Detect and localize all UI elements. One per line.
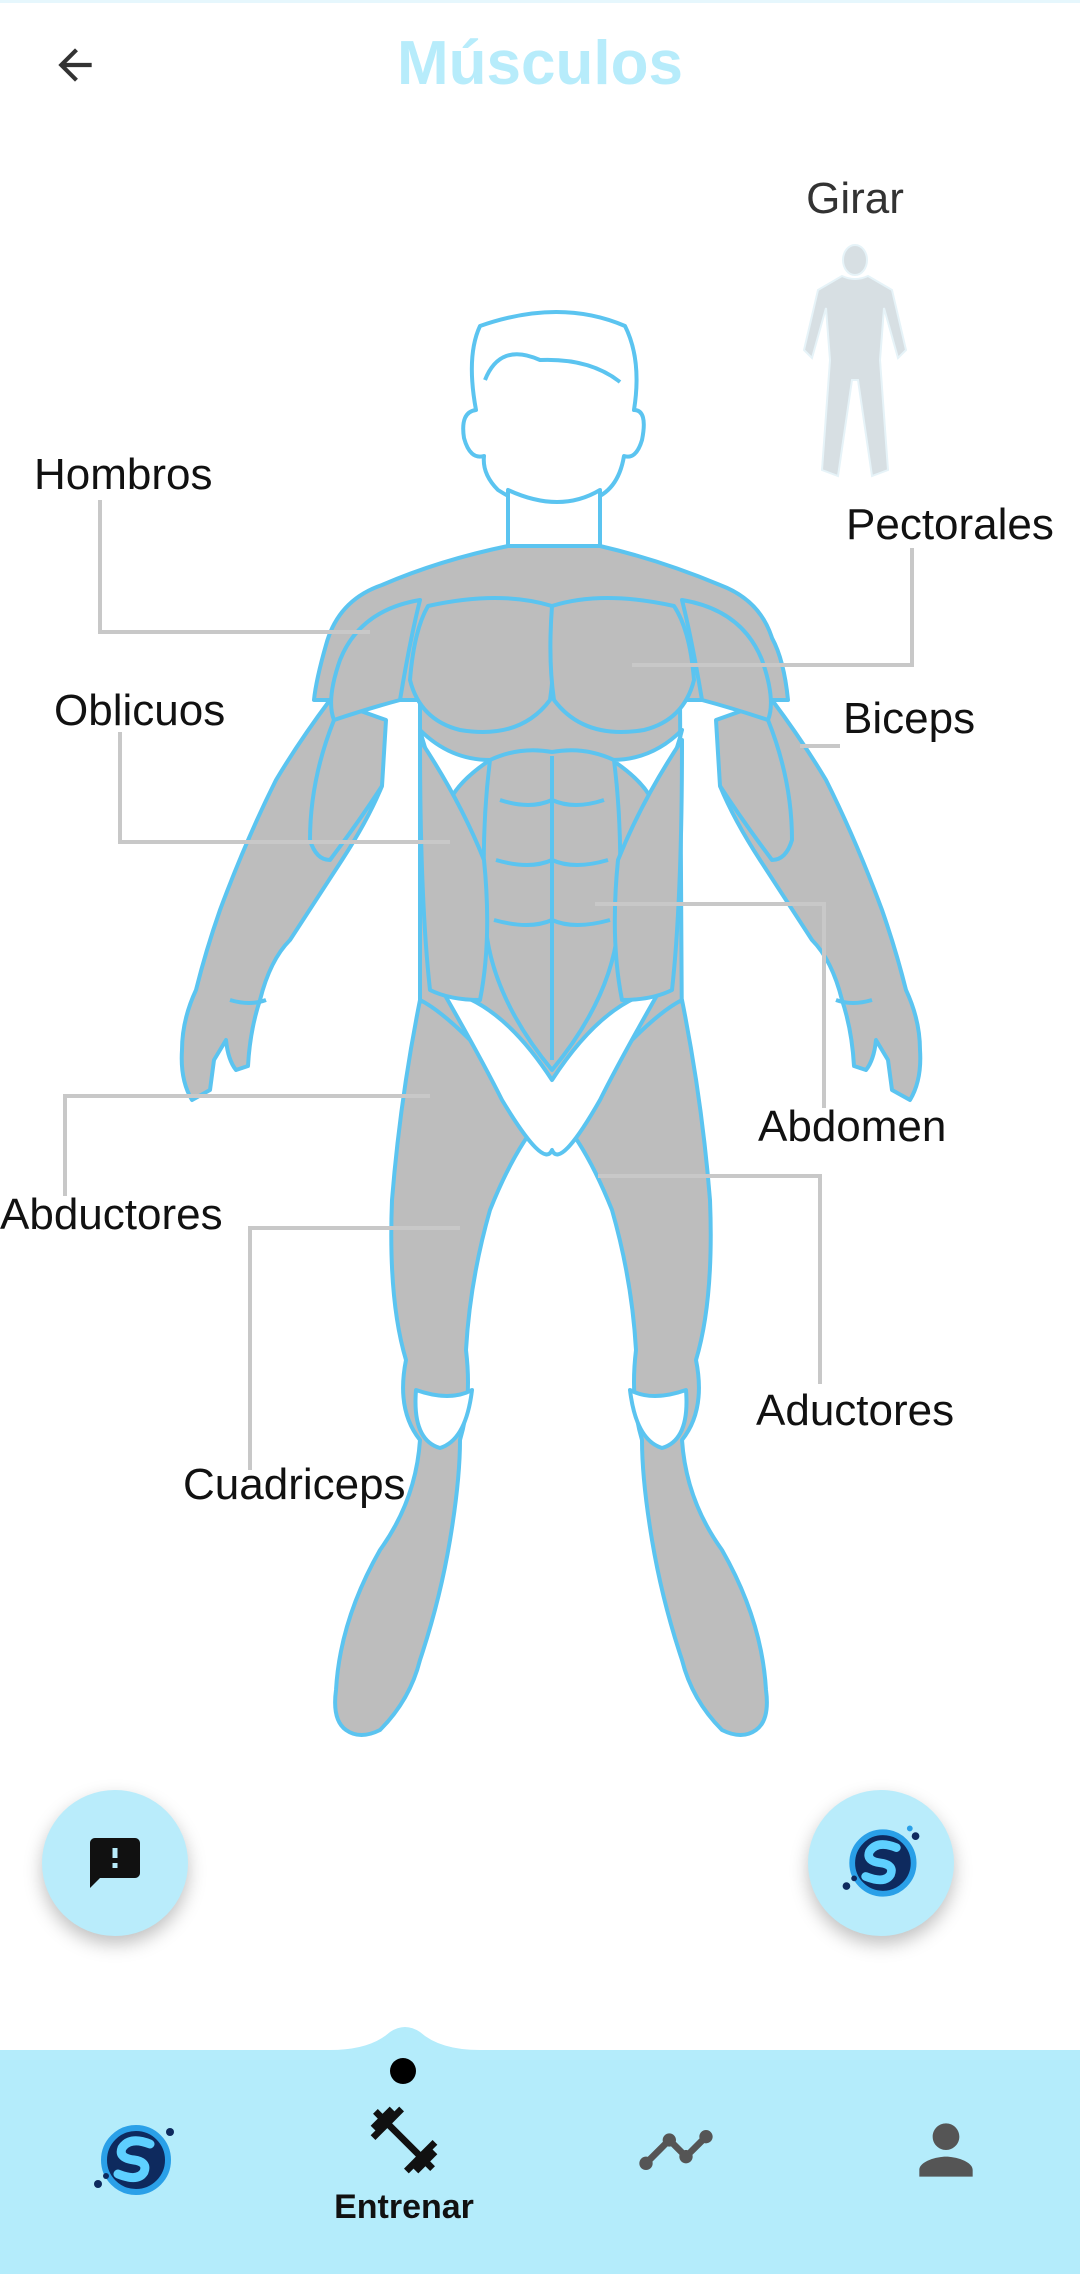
trend-line-icon — [639, 2130, 713, 2170]
feedback-icon — [90, 1838, 140, 1888]
muscle-label-aductores[interactable]: Aductores — [756, 1386, 955, 1435]
left-arm — [179, 698, 388, 1102]
right-leg — [568, 998, 769, 1737]
head — [461, 310, 646, 516]
muscle-label-biceps[interactable]: Biceps — [843, 694, 976, 743]
nav-item-home[interactable] — [44, 2110, 224, 2250]
rotate-body-thumbnail[interactable] — [780, 240, 930, 490]
dumbbell-icon — [370, 2106, 438, 2174]
muscle-label-pectorales[interactable]: Pectorales — [846, 500, 1054, 549]
nav-selected-indicator — [390, 2058, 416, 2084]
nav-item-entrenar[interactable]: Entrenar — [314, 2100, 494, 2240]
left-leg — [333, 998, 534, 1737]
nav-label-entrenar: Entrenar — [334, 2188, 474, 2226]
app-logo-icon — [94, 2125, 174, 2195]
app-logo-icon — [842, 1825, 920, 1897]
nav-item-progress[interactable] — [586, 2110, 766, 2250]
nav-item-profile[interactable] — [856, 2110, 1036, 2250]
app-header: Músculos — [0, 0, 1080, 140]
arrow-left-icon — [58, 48, 92, 82]
bottom-navigation — [0, 2050, 1080, 2274]
nav-selection-notch — [330, 2027, 480, 2082]
muscle-label-abdomen[interactable]: Abdomen — [758, 1102, 947, 1151]
muscle-label-oblicuos[interactable]: Oblicuos — [54, 686, 226, 735]
rotate-label[interactable]: Girar — [806, 174, 904, 223]
back-button[interactable] — [40, 30, 110, 100]
feedback-button[interactable] — [42, 1790, 188, 1936]
muscle-label-hombros[interactable]: Hombros — [34, 450, 213, 499]
page-title: Músculos — [397, 29, 683, 98]
muscle-label-abductores[interactable]: Abductores — [0, 1190, 223, 1239]
muscle-label-cuadriceps[interactable]: Cuadriceps — [183, 1460, 406, 1509]
right-arm — [714, 698, 923, 1102]
top-divider — [0, 0, 1080, 3]
person-icon — [919, 2123, 973, 2177]
app-assistant-button[interactable] — [808, 1790, 954, 1936]
